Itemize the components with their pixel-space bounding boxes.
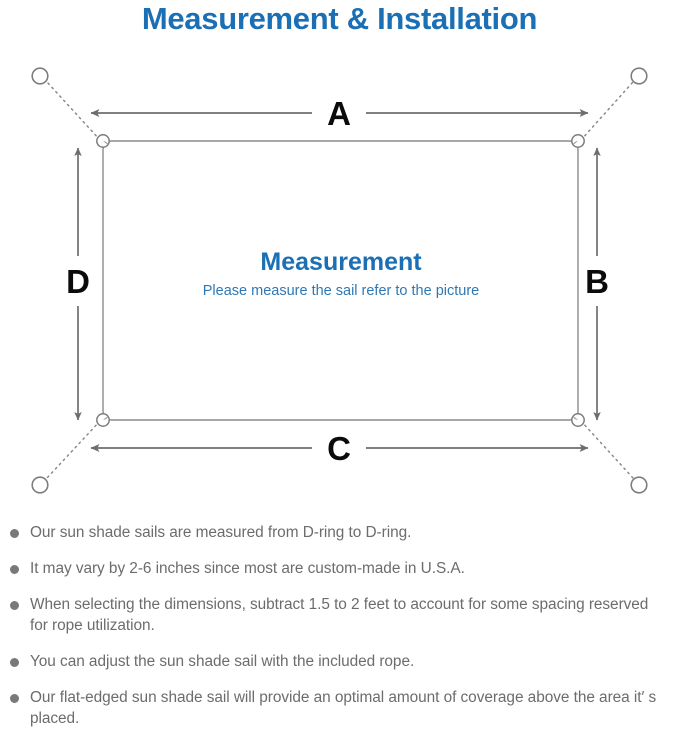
dimension-label-c: C — [327, 430, 351, 467]
anchor-ring-top-right-icon — [630, 67, 648, 85]
rope-line-top-right — [580, 81, 634, 141]
bullet-icon — [10, 658, 19, 667]
bullet-icon — [10, 694, 19, 703]
anchor-ring-top-left-icon — [31, 67, 49, 85]
page-title: Measurement & Installation — [141, 1, 538, 36]
d-ring-top-left-lobe — [103, 141, 109, 146]
bullet-icon — [10, 565, 19, 574]
list-item: Our flat-edged sun shade sail will provi… — [0, 687, 679, 729]
note-text: You can adjust the sun shade sail with t… — [30, 653, 415, 670]
rope-line-bottom-left — [46, 420, 101, 479]
rope-line-bottom-right — [580, 420, 634, 479]
bullet-icon — [10, 529, 19, 538]
list-item: It may vary by 2-6 inches since most are… — [0, 558, 679, 579]
d-ring-bottom-right-lobe — [572, 415, 578, 420]
d-ring-top-right-lobe — [572, 141, 578, 146]
sail-sublabel-instruction: Please measure the sail refer to the pic… — [203, 283, 479, 299]
dimension-label-d: D — [66, 263, 90, 300]
list-item: You can adjust the sun shade sail with t… — [0, 651, 679, 672]
sail-label-measurement: Measurement — [260, 248, 422, 276]
dimension-label-a: A — [327, 95, 351, 132]
note-text: Our flat-edged sun shade sail will provi… — [30, 689, 657, 727]
notes-list: Our sun shade sails are measured from D-… — [0, 522, 679, 744]
note-text: When selecting the dimensions, subtract … — [30, 596, 649, 634]
dimension-label-b: B — [585, 263, 609, 300]
list-item: Our sun shade sails are measured from D-… — [0, 522, 679, 543]
rope-line-top-left — [46, 81, 101, 141]
anchor-ring-bottom-right-icon — [630, 476, 648, 494]
bullet-icon — [10, 601, 19, 610]
sail-outline — [102, 140, 579, 421]
d-ring-bottom-left-lobe — [103, 415, 109, 420]
anchor-ring-bottom-left-icon — [31, 476, 49, 494]
list-item: When selecting the dimensions, subtract … — [0, 594, 679, 636]
sun-shade-sail-measurement-diagram: Measurement Please measure the sail refe… — [31, 67, 648, 494]
note-text: It may vary by 2-6 inches since most are… — [30, 560, 465, 577]
note-text: Our sun shade sails are measured from D-… — [30, 524, 412, 541]
